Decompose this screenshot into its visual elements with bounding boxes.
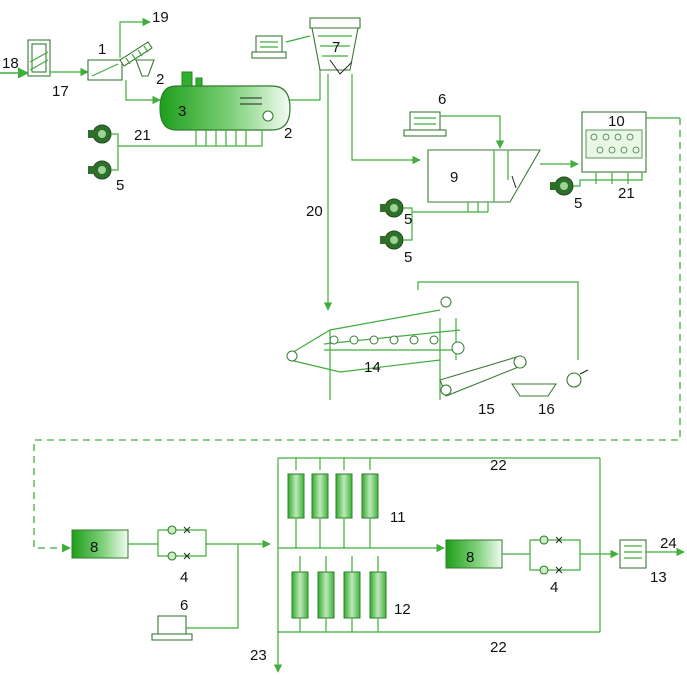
line-pumps-mid (403, 207, 488, 241)
line-wash-loop (417, 281, 579, 360)
unit-15-conveyor (439, 355, 527, 397)
line-6-to-7 (285, 35, 311, 43)
label-4-right: 4 (550, 579, 558, 596)
label-21-right: 21 (618, 185, 635, 202)
label-6-bottom: 6 (180, 597, 188, 614)
unit-17-feeder (27, 39, 51, 77)
pump-5-left-lower (88, 160, 112, 180)
pump-5-mid-upper (380, 198, 404, 218)
label-2-hopper: 2 (156, 71, 164, 88)
unit-1-crusher (87, 41, 153, 81)
label-21-left: 21 (134, 127, 151, 144)
line-19-exhaust (119, 17, 151, 58)
line-6-to-9 (440, 115, 505, 149)
line-6-bottom (186, 544, 239, 629)
label-12: 12 (394, 601, 411, 618)
label-7: 7 (332, 39, 340, 56)
label-22-top: 22 (490, 457, 507, 474)
pump-4-left (157, 525, 207, 561)
label-8-left: 8 (90, 539, 98, 556)
line-21-left (111, 130, 263, 171)
label-5-mid-upper: 5 (404, 211, 412, 228)
pump-4-right (529, 535, 581, 575)
label-8-right: 8 (466, 549, 474, 566)
column-bank-12 (273, 556, 600, 673)
label-1: 1 (98, 41, 106, 58)
unit-6-dosing-tank-top (251, 35, 287, 59)
unit-13-final-unit (619, 539, 647, 569)
wash-pump (566, 369, 589, 388)
line-21-right (573, 172, 643, 187)
column-bank-11 (277, 457, 600, 600)
label-11: 11 (390, 509, 406, 526)
unit-14-belt-press (286, 296, 465, 400)
unit-6-dosing-tank-bottom (151, 615, 193, 641)
unit-6-dosing-tank-mid (403, 111, 447, 137)
unit-9-tank (427, 149, 541, 212)
line-7-to-9 (351, 74, 421, 165)
label-18: 18 (2, 55, 19, 72)
pump-5-left-upper (88, 124, 112, 144)
label-6-mid: 6 (438, 91, 446, 108)
label-4-left: 4 (180, 569, 188, 586)
label-15: 15 (478, 401, 495, 418)
unit-8-right-tank (445, 539, 503, 569)
unit-3-reactor-tank (159, 71, 291, 146)
label-20: 20 (306, 203, 323, 220)
unit-8-left-tank (71, 529, 129, 559)
dashed-transfer-line (33, 118, 681, 553)
label-13: 13 (650, 569, 667, 586)
label-22-bottom: 22 (490, 639, 507, 656)
label-2-reactor: 2 (284, 125, 292, 142)
label-16: 16 (538, 401, 555, 418)
pump-5-right (550, 176, 574, 196)
label-5-mid-lower: 5 (404, 249, 412, 266)
label-17: 17 (52, 83, 69, 100)
pump-5-mid-lower (380, 230, 404, 250)
label-10: 10 (608, 113, 625, 130)
label-24: 24 (660, 535, 677, 552)
label-3: 3 (178, 103, 186, 120)
unit-16-cake-tray (510, 383, 558, 397)
line-3-to-7 (290, 70, 321, 101)
label-5-right: 5 (574, 195, 582, 212)
label-5-left: 5 (116, 177, 124, 194)
label-23: 23 (250, 647, 267, 664)
label-19: 19 (152, 9, 169, 26)
line-1-to-3 (125, 80, 161, 105)
label-14: 14 (364, 359, 381, 376)
unit-7-separator (309, 17, 361, 75)
label-9: 9 (450, 169, 458, 186)
unit-10-filter-bed (581, 111, 647, 184)
unit-2-hopper (135, 59, 155, 77)
